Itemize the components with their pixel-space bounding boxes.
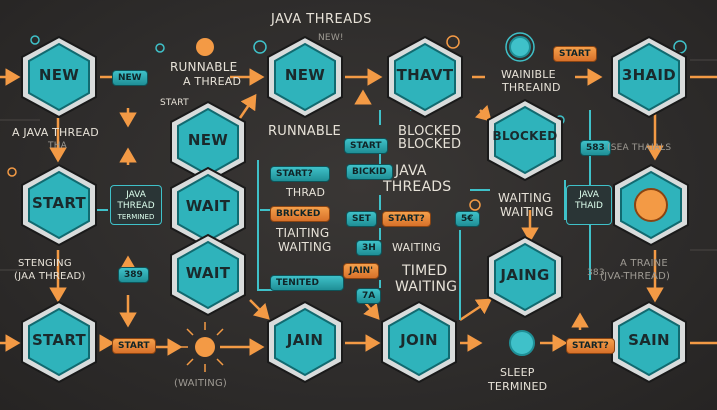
state-label: THAVT — [396, 66, 454, 84]
waiting-label-2: WAITING — [392, 241, 442, 254]
state-hex-jaing: JAING — [486, 235, 564, 319]
state-hex-new-1: NEW — [20, 35, 98, 119]
state-hex-wait-1: WAIT — [169, 166, 247, 250]
tile-line: THAID — [574, 201, 603, 211]
badge-5e: 5€ — [455, 211, 480, 227]
sleep-label: SLEEP — [500, 366, 535, 379]
state-label: START — [31, 194, 87, 212]
state-hex-thavt: THAVT — [386, 35, 464, 119]
tha-label: THA — [48, 141, 68, 151]
state-label: BLOCKED — [492, 129, 558, 143]
state-hex-3haid: 3HAID — [610, 35, 688, 119]
tile-line: THREAD — [117, 201, 155, 211]
tenited-pill: TENITED — [270, 275, 344, 291]
java-thread-tile-left: JAVA THREAD TERMINED — [110, 185, 162, 225]
state-label: 3HAID — [621, 66, 677, 84]
num-383-label: 383 — [587, 268, 605, 278]
start-small-label: START — [160, 98, 189, 108]
timed-waiting-label: WAITING — [395, 279, 458, 295]
blocked-label-1: BLOCKED — [398, 124, 462, 139]
runnable-label-1: RUNNABLE — [170, 60, 238, 74]
state-hex-join: JOIN — [380, 300, 458, 384]
start-q2-pill: START? — [566, 338, 615, 354]
badge-7a: 7A — [356, 288, 382, 304]
state-label: NEW — [38, 66, 80, 84]
tile-line: TERMINED — [117, 213, 155, 221]
set-pill: SET — [346, 211, 377, 227]
new-tag-label: NEW! — [318, 33, 344, 43]
state-label: WAIT — [185, 264, 231, 282]
badge-3h: 3H — [356, 240, 382, 256]
stenging-label: STENGING — [18, 258, 72, 269]
runnable-label: RUNNABLE — [268, 124, 341, 139]
start-pill-mid: START? — [270, 166, 330, 182]
java-thread-tile-right: JAVA THAID — [566, 185, 612, 225]
state-hex-orb — [612, 163, 690, 247]
badge-583: 583 — [580, 140, 611, 156]
start-pill-top: START — [553, 46, 597, 62]
state-label: WAIT — [185, 197, 231, 215]
state-label: NEW — [187, 131, 229, 149]
start-pill-small: START — [344, 138, 388, 154]
bricked-pill: BRICKED — [270, 206, 330, 222]
state-label: JAIN — [286, 331, 324, 349]
runnable-label-2: A THREAD — [183, 75, 242, 88]
waiting-paren-label: (WAITING) — [174, 378, 228, 389]
state-hex-new-3: NEW — [169, 100, 247, 184]
state-label: JAING — [500, 266, 550, 284]
jaa-thread-label: (JAA THREAD) — [14, 271, 86, 282]
bickid-pill: BICKID — [346, 164, 393, 180]
waiting-label-4: WAITING — [500, 205, 554, 219]
tiaiting-label: TIAITING — [276, 226, 330, 240]
state-label: JOIN — [400, 331, 438, 349]
state-hex-new-2: NEW — [266, 35, 344, 119]
sea-thaials-label: (SEA THAIALS — [607, 143, 672, 153]
tile-line: JAVA — [579, 190, 599, 200]
waiting-label-3: WAITING — [498, 191, 552, 205]
a-java-thread-label: A JAVA THREAD — [12, 126, 99, 139]
state-label: NEW — [284, 66, 326, 84]
blocked-label-2: BLOCKED — [398, 137, 462, 152]
diagram-title: JAVA THREADS — [271, 12, 372, 27]
state-hex-wait-2: WAIT — [169, 233, 247, 317]
state-hex-sain: SAIN — [610, 300, 688, 384]
badge-389: 389 — [118, 267, 149, 283]
start-pill-bottom: START — [112, 338, 156, 354]
state-hex-blocked: BLOCKED — [486, 98, 564, 182]
java-threads-label-2: THREADS — [383, 179, 452, 195]
waiting-label-1: WAITING — [278, 240, 332, 254]
waitable-label-1: WAINIBLE — [501, 68, 556, 81]
state-label: START — [31, 331, 87, 349]
a-traine-label: A TRAINE — [620, 258, 668, 269]
waitable-label-2: THREAIND — [502, 81, 561, 94]
state-hex-start-1: START — [20, 163, 98, 247]
java-threads-label-1: JAVA — [395, 163, 427, 179]
tile-line: JAVA — [126, 190, 146, 200]
termined-label: TERMINED — [488, 380, 548, 393]
start-q-pill: START? — [382, 211, 431, 227]
state-hex-start-2: START — [20, 300, 98, 384]
new-pill: NEW — [112, 70, 148, 86]
state-label: SAIN — [628, 331, 670, 349]
jain-pill: JAIN' — [343, 263, 379, 279]
timed-label: TIMED — [402, 263, 448, 279]
jva-thread-label: (JVA-THREAD) — [600, 271, 671, 282]
thrad-label: THRAD — [286, 186, 326, 199]
state-hex-jain: JAIN — [266, 300, 344, 384]
